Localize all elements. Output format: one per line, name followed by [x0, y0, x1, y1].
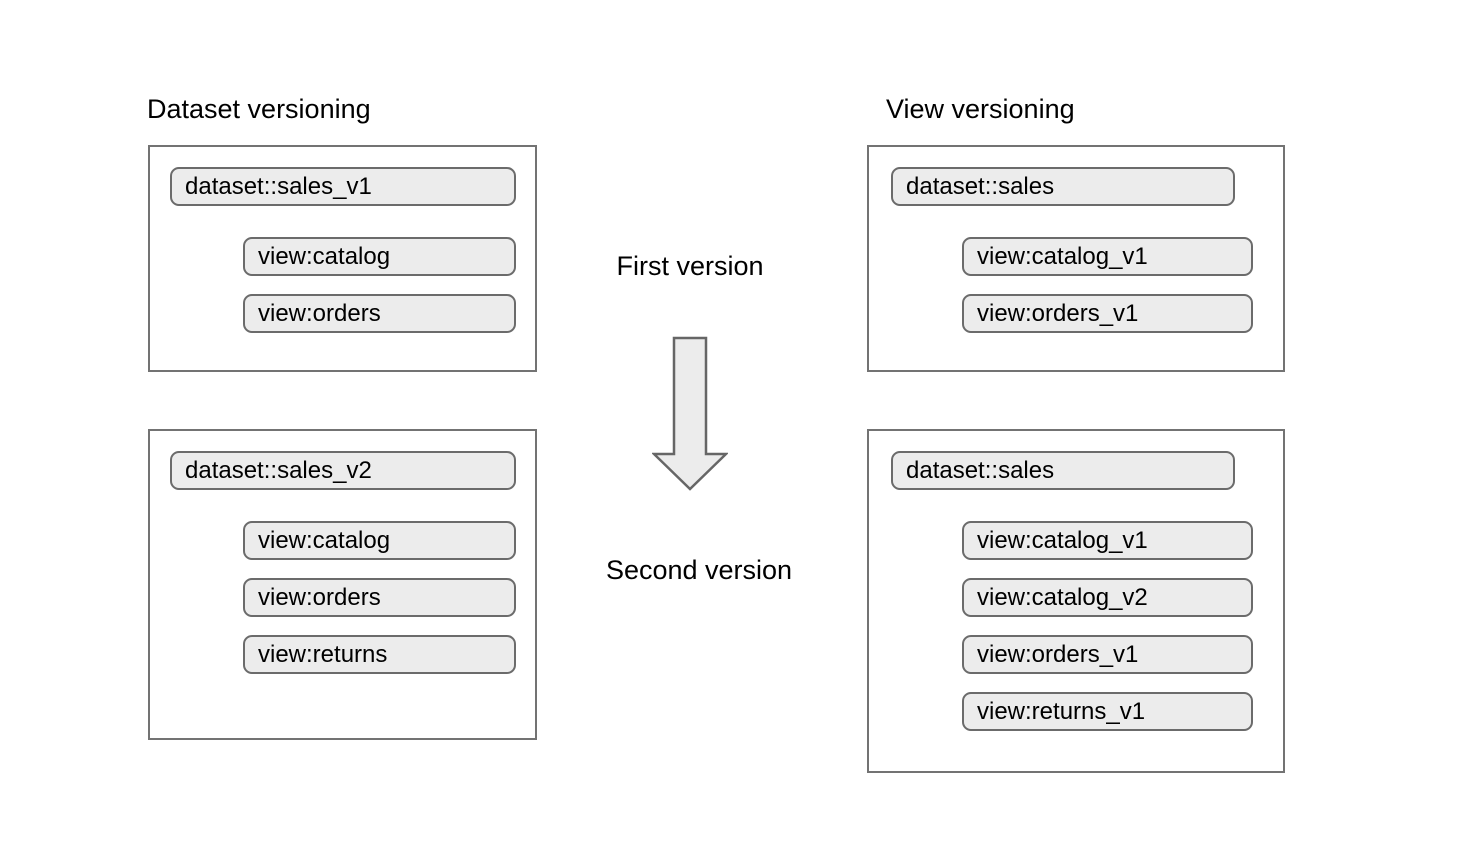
view-node[interactable]: view:catalog_v2: [962, 578, 1253, 617]
view-node[interactable]: view:catalog_v1: [962, 237, 1253, 276]
view-node[interactable]: view:catalog: [243, 521, 516, 560]
view-node[interactable]: view:orders_v1: [962, 294, 1253, 333]
stage-label-second-version: Second version: [605, 555, 793, 585]
dataset-node[interactable]: dataset::sales: [891, 451, 1235, 490]
dataset-node[interactable]: dataset::sales: [891, 167, 1235, 206]
panel-dataset-v2: dataset::sales_v2 view:catalog view:orde…: [148, 429, 537, 740]
dataset-node[interactable]: dataset::sales_v1: [170, 167, 516, 206]
panel-view-v1: dataset::sales view:catalog_v1 view:orde…: [867, 145, 1285, 372]
view-node[interactable]: view:catalog_v1: [962, 521, 1253, 560]
panel-dataset-v1: dataset::sales_v1 view:catalog view:orde…: [148, 145, 537, 372]
stage-label-first-version: First version: [616, 251, 764, 281]
dataset-node[interactable]: dataset::sales_v2: [170, 451, 516, 490]
view-node[interactable]: view:orders_v1: [962, 635, 1253, 674]
view-node[interactable]: view:returns: [243, 635, 516, 674]
arrow-down-icon: [652, 336, 728, 492]
panel-view-v2: dataset::sales view:catalog_v1 view:cata…: [867, 429, 1285, 773]
column-title-dataset-versioning: Dataset versioning: [147, 94, 371, 124]
view-node[interactable]: view:orders: [243, 578, 516, 617]
column-title-view-versioning: View versioning: [886, 94, 1075, 124]
view-node[interactable]: view:orders: [243, 294, 516, 333]
view-node[interactable]: view:returns_v1: [962, 692, 1253, 731]
view-node[interactable]: view:catalog: [243, 237, 516, 276]
